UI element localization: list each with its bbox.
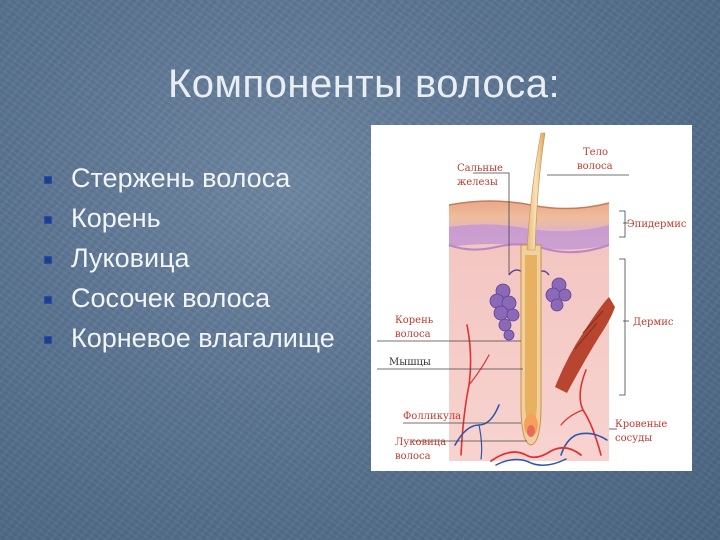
hair-anatomy-illustration: Сальные железы Тело волоса Эпидермис Дер… [371,125,692,471]
bullet-list: Стержень волоса Корень Луковица Сосочек … [44,160,335,360]
label-blood-vessels-1: Кровеные [615,419,667,430]
bullet-item: Корень [44,200,335,240]
slide-title: Компоненты волоса: [0,62,720,107]
bullet-text: Корневое влагалище [71,323,335,353]
bullet-square-icon [44,256,52,264]
bullet-text: Сосочек волоса [71,283,270,313]
bullet-text: Стержень волоса [71,163,290,193]
label-hair-bulb-2: волоса [395,451,431,462]
label-hair-shaft-2: волоса [577,161,613,172]
bullet-text: Корень [71,203,161,233]
bullet-square-icon [44,336,52,344]
bullet-item: Стержень волоса [44,160,335,200]
label-hair-bulb-1: Луковица [395,437,446,448]
label-hair-root-2: волоса [395,329,431,340]
hair-follicle [521,245,541,445]
label-hair-root-1: Корень [395,315,434,326]
bullet-square-icon [44,216,52,224]
label-dermis: Дермис [633,317,674,328]
label-epidermis: Эпидермис [627,219,687,230]
bullet-item: Луковица [44,240,335,280]
label-follicle: Фолликула [403,411,461,422]
label-sebaceous-glands-1: Сальные [457,163,503,174]
hair-anatomy-figure: Сальные железы Тело волоса Эпидермис Дер… [371,125,692,471]
label-muscles: Мышцы [389,357,431,368]
bullet-square-icon [44,176,52,184]
bullet-item: Сосочек волоса [44,280,335,320]
bullet-square-icon [44,296,52,304]
label-blood-vessels-2: сосуды [615,433,652,444]
label-sebaceous-glands-2: железы [457,177,498,188]
bullet-item: Корневое влагалище [44,320,335,360]
bullet-text: Луковица [71,243,190,273]
label-hair-shaft-1: Тело [583,147,608,158]
